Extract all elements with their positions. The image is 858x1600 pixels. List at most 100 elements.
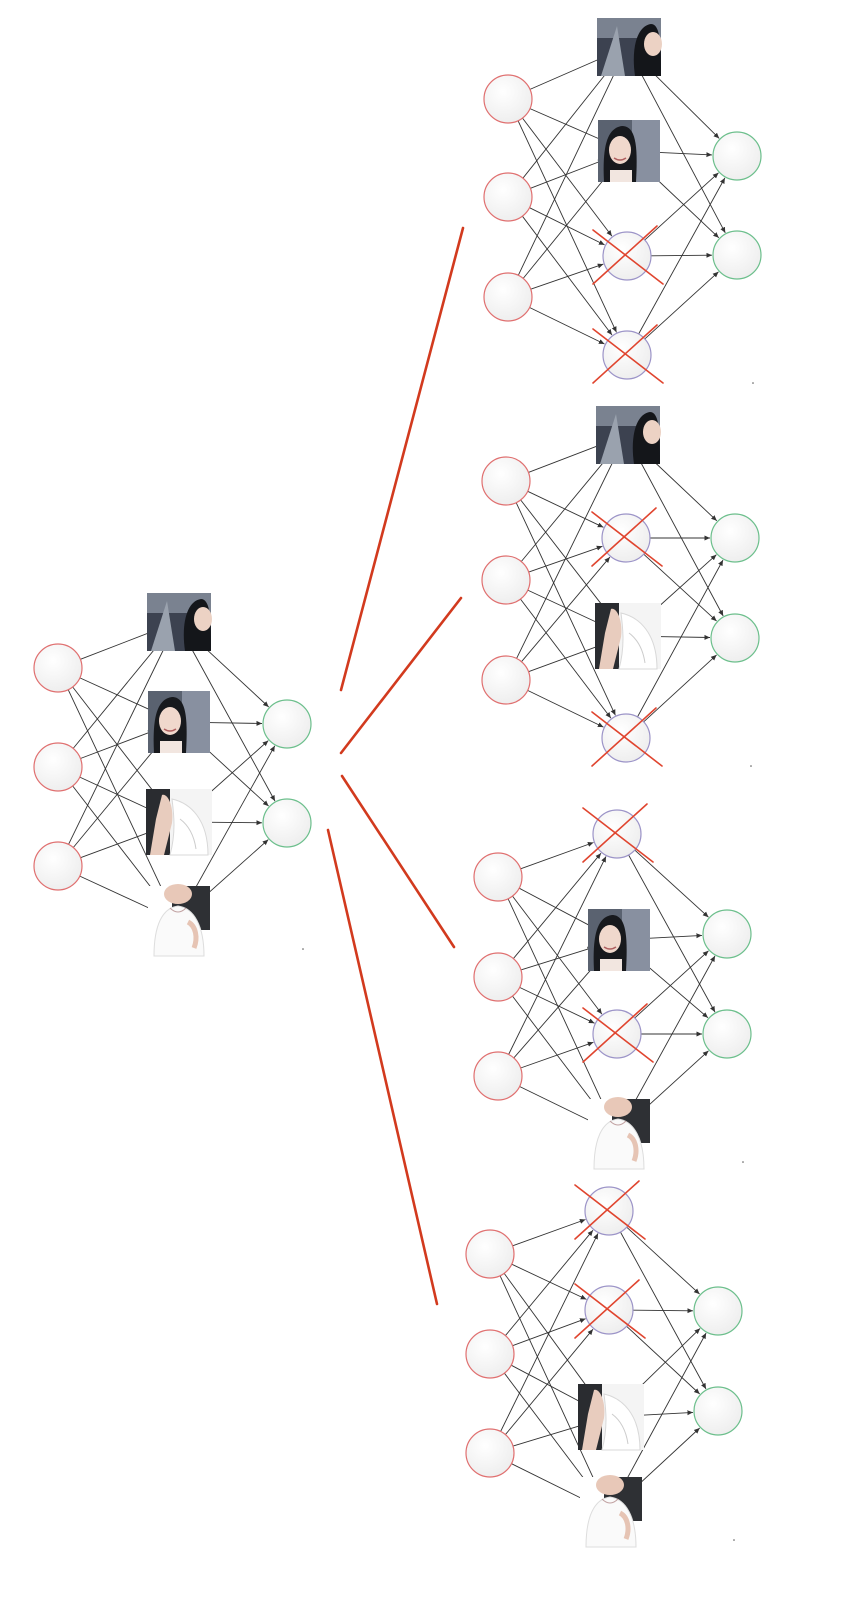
dropout-cross-icon (591, 707, 663, 767)
fan-line-2 (339, 596, 463, 755)
cross-stroke (574, 1279, 640, 1339)
edge-in2-hid0 (508, 856, 607, 1055)
edge-in2-hid1 (521, 556, 611, 662)
cross-stroke (591, 511, 663, 567)
input-node (473, 952, 523, 1002)
portrait-smile-icon (587, 908, 651, 972)
stray-dot (750, 765, 752, 767)
output-node (262, 699, 312, 749)
cross-stroke (582, 803, 648, 863)
edge-hid0-out0 (626, 1226, 700, 1295)
edge-hid3-out0 (628, 955, 716, 1114)
edge-in1-hid0 (72, 641, 162, 749)
edge-hid3-out1 (643, 654, 717, 723)
output-node (262, 798, 312, 848)
edge-in2-hid0 (517, 69, 617, 276)
white-blouse-icon (580, 1475, 642, 1547)
edge-in1-hid1 (520, 946, 594, 971)
full-network (33, 593, 312, 956)
edge-in0-hid0 (528, 443, 603, 473)
edge-in2-hid2 (530, 263, 604, 290)
edge-in0-hid0 (80, 630, 154, 660)
edge-in2-hid2 (80, 830, 154, 859)
stray-dot (733, 1539, 735, 1541)
edge-hid0-out1 (637, 455, 724, 617)
edges (507, 842, 716, 1124)
edge-in1-hid2 (510, 1364, 588, 1406)
output-node (712, 131, 762, 181)
edge-in2-hid1 (513, 958, 601, 1059)
edge-in1-hid0 (520, 454, 611, 562)
fan-lines (326, 226, 465, 1306)
input-node (473, 1051, 523, 1101)
edge-in2-hid3 (519, 1086, 595, 1124)
thinned-network-3 (473, 803, 752, 1169)
edge-in1-hid2 (519, 986, 595, 1024)
edge-in2-hid0 (68, 644, 167, 845)
cross-stroke (591, 711, 663, 767)
output-node (693, 1286, 743, 1336)
edges (515, 443, 724, 728)
stray-dot (752, 382, 754, 384)
edge-in1-hid2 (529, 207, 605, 246)
fan-line-3 (340, 774, 456, 949)
edge-hid1-out1 (626, 1325, 701, 1395)
input-node (483, 172, 533, 222)
white-blouse-icon (148, 884, 210, 956)
edge-hid1-out0 (640, 933, 703, 940)
fan-line-1 (339, 226, 465, 692)
edge-hid3-out0 (620, 1332, 707, 1492)
cross-stroke (574, 1283, 646, 1339)
edge-in2-hid3 (79, 875, 155, 911)
edge-in2-hid2 (512, 1423, 586, 1447)
cross-stroke (591, 507, 657, 567)
cross-stroke (591, 707, 657, 767)
edge-in2-hid0 (516, 457, 616, 659)
edge-in2-hid2 (528, 644, 603, 673)
stray-dot (302, 948, 304, 950)
networks (33, 18, 762, 1547)
edge-in2-hid1 (522, 170, 612, 279)
edge-in0-hid0 (512, 1219, 586, 1247)
input-node (33, 841, 83, 891)
edge-in2-hid1 (505, 1328, 594, 1435)
cross-stroke (574, 1180, 640, 1240)
edge-in0-hid1 (511, 1263, 587, 1300)
edge-hid3-out0 (188, 745, 276, 901)
dropout-cross-icon (582, 803, 654, 863)
edge-in1-hid0 (513, 852, 602, 959)
cross-stroke (592, 328, 664, 384)
input-node (473, 852, 523, 902)
input-node (481, 555, 531, 605)
output-node (710, 613, 760, 663)
edge-in2-hid3 (511, 1463, 587, 1502)
output-node (710, 513, 760, 563)
edge-hid3-out0 (637, 559, 724, 718)
edge-hid0-out0 (643, 63, 720, 139)
cross-stroke (582, 1003, 648, 1063)
white-dress-icon (145, 788, 213, 856)
input-node (481, 456, 531, 506)
edge-in2-hid2 (520, 1041, 594, 1069)
edges (499, 1219, 707, 1502)
output-node (712, 230, 762, 280)
edge-in2-hid3 (529, 307, 605, 345)
thinned-network-2 (481, 406, 760, 767)
cross-stroke (592, 324, 658, 384)
dropout-cross-icon (592, 225, 664, 285)
white-dress-icon (577, 1383, 645, 1451)
cross-stroke (574, 1184, 646, 1240)
dropout-cross-icon (591, 507, 663, 567)
portrait-smile-icon (147, 690, 211, 754)
cross-stroke (592, 229, 664, 285)
dropout-cross-icon (574, 1279, 646, 1339)
input-node (465, 1428, 515, 1478)
edge-in2-hid0 (500, 1233, 599, 1432)
portrait-smile-icon (597, 119, 661, 183)
edge-hid0-out1 (628, 854, 716, 1013)
edge-hid2-out0 (634, 950, 709, 1019)
edge-in0-hid1 (527, 490, 604, 528)
dropout-cross-icon (592, 324, 664, 384)
portrait-dark-icon (147, 593, 212, 651)
edge-in1-hid2 (527, 589, 604, 626)
